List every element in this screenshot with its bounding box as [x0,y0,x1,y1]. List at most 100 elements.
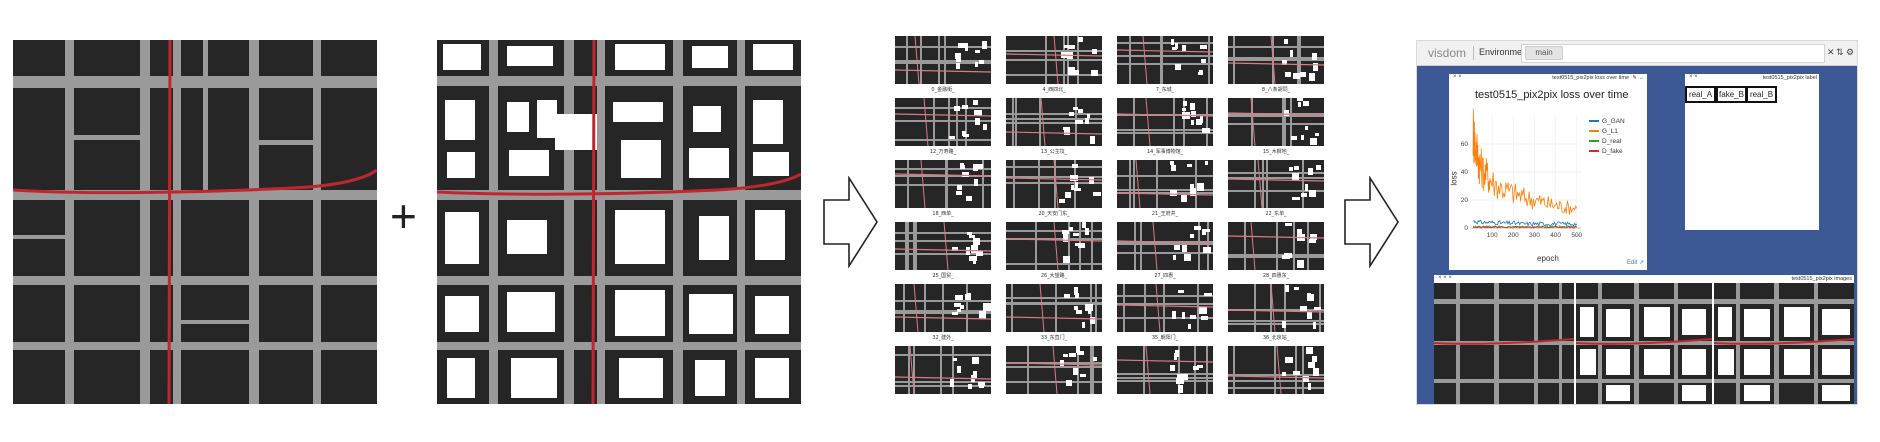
images-pane[interactable]: × × × test0515_pix2pix images [1434,275,1854,404]
thumbnail-grid: 0_金融街_4_西四北_7_东城_8_八条胡同_12_万寿路_13_公主坟_14… [895,36,1335,408]
thumbnail-caption: 32_建外_ [932,335,954,341]
label-real-a[interactable]: real_A [1685,86,1716,103]
thumbnail-caption: 27_四惠_ [1154,273,1176,279]
thumbnail-caption: 28_四惠东_ [1262,273,1290,279]
thumbnail-caption: 4_西四北_ [1042,87,1066,93]
loss-plot-pane[interactable]: × × test0515_pix2pix loss over time ✎ ↔ … [1449,74,1647,270]
thumbnail-caption: 18_西单_ [932,211,954,217]
pane-header: × × test0515_pix2pix label [1685,74,1819,82]
thumbnail-caption: 25_国贸_ [932,273,954,279]
pane-title: test0515_pix2pix label [1762,75,1817,81]
environment-tag-main[interactable]: main [1525,46,1563,60]
legend-label: D_real [1602,138,1622,145]
thumbnail-caption: 13_公主坟_ [1040,149,1068,155]
thumbnail-tile [1117,284,1213,332]
chart-title: test0515_pix2pix loss over time [1475,89,1629,101]
legend-label: G_L1 [1602,128,1618,135]
label-pane[interactable]: × × test0515_pix2pix label real_A fake_B… [1685,74,1819,230]
thumbnail-tile [895,284,991,332]
legend-label: D_fake [1602,148,1623,155]
legend-item[interactable]: G_L1 [1589,128,1618,135]
visdom-window: visdom Environment main ✕ ⇅ ⚙ × × test05… [1416,40,1858,405]
visdom-brand: visdom [1428,46,1467,60]
thumbnail-tile [1006,284,1102,332]
thumbnail-caption: 20_天安门东_ [1038,211,1070,217]
x-tick-label: 300 [1529,232,1540,239]
pane-close-icon[interactable]: × × [1689,74,1698,80]
thumbnail-tile [1006,346,1102,394]
thumbnail-tile [1006,160,1102,208]
thumbnail-caption: 22_东单_ [1265,211,1287,217]
updown-icon[interactable]: ⇅ [1836,47,1844,57]
loss-chart: 0 20 40 60 100 200 300 400 500 [1461,108,1583,239]
thumbnail-tile [1228,346,1324,394]
y-tick-label: 0 [1464,225,1468,232]
pane-download-icon[interactable]: ✎ ↔ [1632,75,1644,81]
series-line-g-gan [1472,219,1578,227]
pane-close-icon[interactable]: × × × [1438,275,1452,281]
legend-item[interactable]: D_real [1589,138,1621,145]
legend-swatch [1589,140,1599,143]
thumbnail-tile [1228,222,1324,270]
road-network-map [12,39,378,405]
thumbnail-tile [1228,160,1324,208]
plus-sign: + [390,190,417,242]
series-line-d-fake [1472,225,1578,229]
settings-icon[interactable]: ⚙ [1846,47,1855,57]
toolbar-divider [1473,46,1474,60]
thumbnail-tile [1117,98,1213,146]
thumbnail-tile [1117,346,1213,394]
legend-item[interactable]: G_GAN [1589,118,1625,125]
label-real-b[interactable]: real_B [1746,86,1777,103]
thumbnail-caption: 36_北京站_ [1262,335,1290,341]
x-tick-label: 400 [1550,232,1561,239]
visdom-toolbar: visdom Environment main ✕ ⇅ ⚙ [1417,41,1857,66]
thumbnail-tile [1117,222,1213,270]
x-tick-label: 100 [1487,232,1498,239]
legend-swatch [1589,150,1599,153]
visdom-canvas: × × test0515_pix2pix loss over time ✎ ↔ … [1417,66,1857,404]
thumbnail-tile [1117,160,1213,208]
pane-header: × × test0515_pix2pix loss over time ✎ ↔ [1449,74,1647,82]
environment-select[interactable] [1521,44,1825,63]
x-tick-label: 200 [1508,232,1519,239]
x-tick-label: 500 [1571,232,1582,239]
thumbnail-tile [895,36,991,84]
thumbnail-tile [1006,222,1102,270]
road-and-building-map [436,39,802,405]
y-tick-label: 60 [1461,141,1469,148]
legend-label: G_GAN [1602,118,1625,125]
clear-icon[interactable]: ✕ [1827,47,1835,57]
pane-close-icon[interactable]: × × [1453,74,1462,80]
thumbnail-caption: 14_军事博物馆_ [1146,149,1184,155]
result-images [1434,283,1854,404]
pane-header: × × × test0515_pix2pix images [1434,275,1854,283]
thumbnail-caption: 12_万寿路_ [929,149,957,155]
x-axis-label: epoch [1537,254,1559,263]
thumbnail-tile [895,222,991,270]
y-tick-label: 40 [1461,169,1469,176]
thumbnail-caption: 8_八条胡同_ [1261,87,1291,93]
legend-swatch [1589,130,1599,133]
thumbnail-caption: 33_东直门_ [1040,335,1068,341]
thumbnail-tile [895,98,991,146]
legend-swatch [1589,120,1599,123]
pane-title: test0515_pix2pix loss over time [1552,75,1629,81]
thumbnail-caption: 21_王府井_ [1151,211,1179,217]
thumbnail-caption: 35_朝阳门_ [1151,335,1179,341]
edit-link[interactable]: Edit ↗ [1627,260,1645,266]
thumbnail-caption: 7_东城_ [1155,87,1175,93]
thumbnail-tile [1228,98,1324,146]
thumbnail-tile [1228,36,1324,84]
thumbnail-tile [1006,36,1102,84]
thumbnail-tile [895,346,991,394]
y-tick-label: 20 [1461,197,1469,204]
y-axis-label: loss [1449,171,1459,186]
thumbnail-caption: 15_木樨地_ [1262,149,1290,155]
legend-item[interactable]: D_fake [1589,148,1623,155]
thumbnail-tile [895,160,991,208]
series-line-d-real [1472,225,1577,228]
series-line-g-l1 [1472,108,1578,215]
thumbnail-tile [1117,36,1213,84]
label-fake-b[interactable]: fake_B [1716,86,1747,103]
